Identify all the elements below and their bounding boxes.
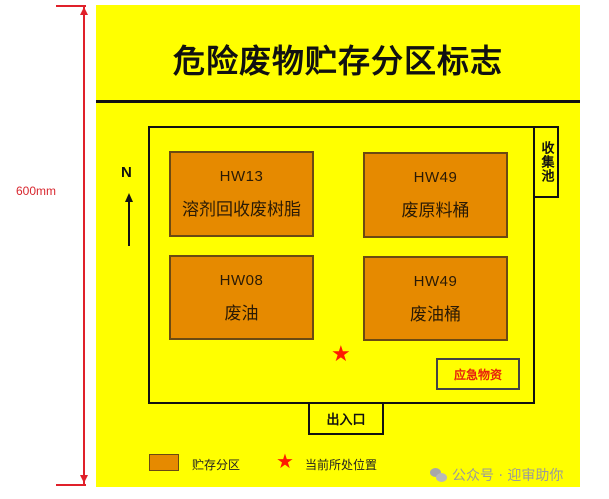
zone-code: HW49	[413, 272, 458, 290]
zone-code: HW49	[413, 169, 458, 186]
legend-zone-label: 贮存分区	[192, 458, 241, 472]
watermark-text: 公众号 · 迎审助你	[452, 468, 564, 484]
legend-position-label: 当前所处位置	[305, 458, 378, 472]
dimension-cap-bottom	[56, 484, 86, 486]
north-arrow-shaft	[128, 200, 130, 246]
north-label: N	[121, 164, 132, 181]
zone-hw08: HW08 废油	[169, 255, 314, 340]
legend-zone-swatch	[149, 454, 179, 471]
dimension-label: 600mm	[16, 184, 57, 198]
emergency-supplies-box: 应急物资	[436, 358, 520, 390]
dimension-cap-top	[56, 5, 86, 7]
arrow-down-icon	[80, 475, 88, 483]
collection-pool-label: 收集池	[538, 141, 554, 183]
zone-hw13: HW13 溶剂回收废树脂	[169, 151, 314, 237]
zone-hw49-oil-drums: HW49 废油桶	[363, 256, 508, 341]
sign-title: 危险废物贮存分区标志	[172, 42, 503, 80]
zone-name: 废原料桶	[401, 201, 470, 221]
collection-pool: 收集池	[533, 126, 559, 198]
current-position-star-icon: ★	[331, 342, 351, 367]
zone-name: 废油	[224, 303, 259, 324]
arrow-up-icon	[80, 7, 88, 15]
wechat-icon	[430, 468, 448, 482]
entrance-box: 出入口	[308, 402, 384, 435]
dimension-line	[83, 7, 85, 484]
zone-code: HW08	[219, 271, 264, 289]
entrance-label: 出入口	[326, 413, 366, 428]
zone-name: 溶剂回收废树脂	[182, 200, 301, 220]
north-arrow-icon	[125, 193, 133, 202]
emergency-supplies-label: 应急物资	[453, 367, 502, 382]
legend-star-icon: ★	[276, 449, 294, 473]
zone-code: HW13	[219, 168, 264, 185]
watermark: 公众号 · 迎审助你	[430, 465, 563, 485]
zone-name: 废油桶	[410, 304, 461, 325]
zone-hw49-raw-drums: HW49 废原料桶	[363, 152, 508, 238]
title-divider	[96, 100, 580, 103]
